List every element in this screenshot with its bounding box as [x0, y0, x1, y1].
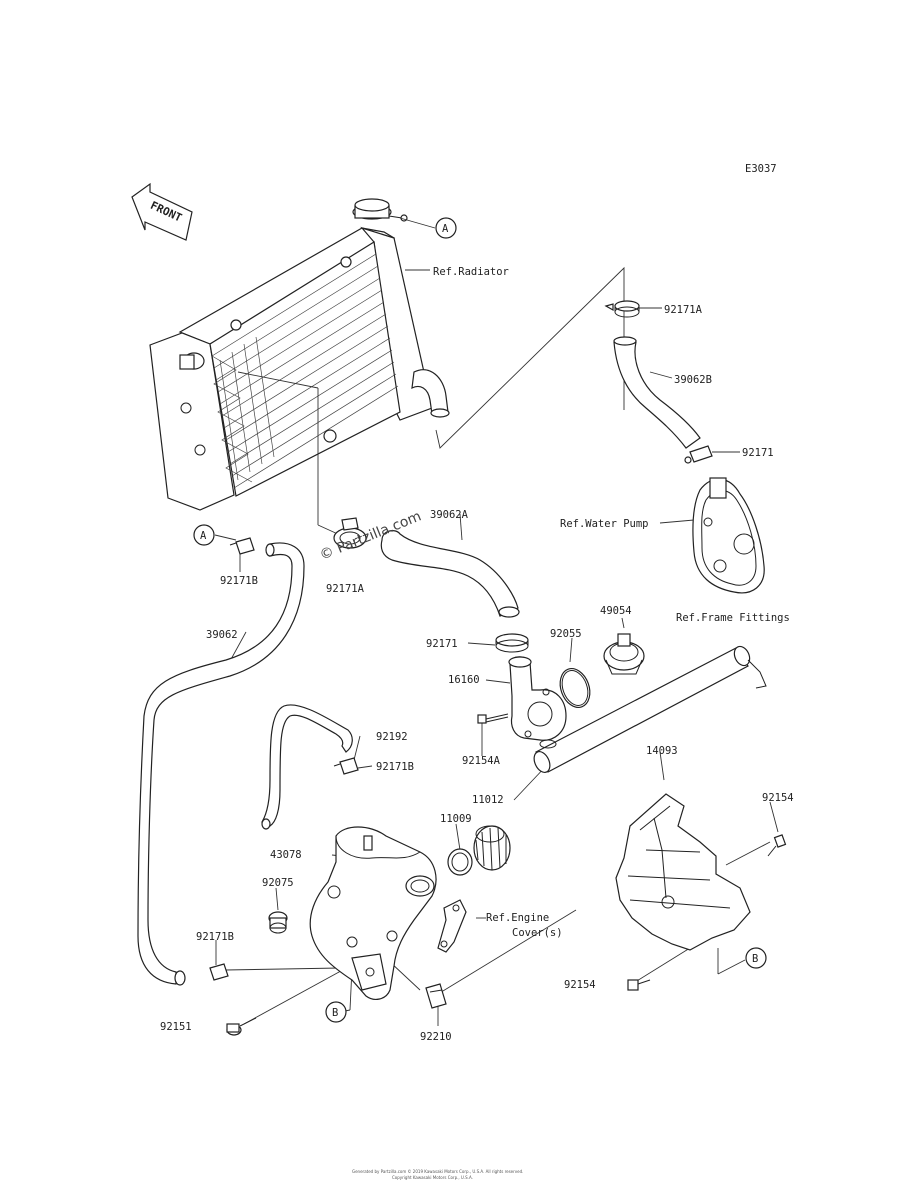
o-ring-92055[interactable]: [555, 664, 595, 711]
label-ref-water-pump[interactable]: Ref.Water Pump: [560, 518, 649, 530]
cap-11012[interactable]: [473, 825, 511, 871]
label-11012[interactable]: 11012: [472, 794, 504, 806]
radiator-core-fins: [211, 253, 399, 489]
diagram-code: E3037: [745, 163, 777, 175]
label-92075[interactable]: 92075: [262, 877, 294, 889]
label-92171-mid[interactable]: 92171: [426, 638, 458, 650]
callout-b-right-label: B: [752, 953, 758, 965]
label-92154A[interactable]: 92154A: [462, 755, 501, 767]
label-92171A-top[interactable]: 92171A: [664, 304, 703, 316]
grommet-92075[interactable]: [268, 911, 288, 934]
callout-a-top[interactable]: A: [435, 217, 457, 239]
hose-39062[interactable]: [137, 542, 305, 986]
callout-b-left[interactable]: B: [325, 1001, 347, 1023]
label-92055[interactable]: 92055: [550, 628, 582, 640]
footer-line-1: Generated by Partzilla.com © 2019 Kawasa…: [352, 1169, 523, 1174]
label-14093[interactable]: 14093: [646, 745, 678, 757]
clamp-92171B-low[interactable]: [209, 963, 229, 981]
callout-a-left[interactable]: A: [193, 524, 215, 546]
frame-fitting-tube-ref[interactable]: [531, 644, 767, 775]
bolt-92154A[interactable]: [477, 713, 509, 724]
clamp-92171B-left[interactable]: [229, 537, 255, 555]
cover-14093[interactable]: [615, 793, 751, 951]
label-16160[interactable]: 16160: [448, 674, 480, 686]
reservoir-tank-43078[interactable]: [309, 826, 437, 1000]
label-ref-engine-1[interactable]: Ref.Engine: [486, 912, 549, 924]
label-49054[interactable]: 49054: [600, 605, 632, 617]
water-pump-ref[interactable]: [692, 477, 765, 594]
clamp-92171A-top[interactable]: [604, 300, 640, 318]
label-ref-radiator[interactable]: Ref.Radiator: [433, 266, 509, 278]
thermostat-housing-16160[interactable]: [508, 656, 567, 741]
bolt-92151[interactable]: [226, 1017, 257, 1036]
bolt-92154-right[interactable]: [767, 834, 787, 857]
label-92171-right[interactable]: 92171: [742, 447, 774, 459]
label-92192[interactable]: 92192: [376, 731, 408, 743]
label-92171B-mid[interactable]: 92171B: [376, 761, 414, 773]
label-92151[interactable]: 92151: [160, 1021, 192, 1033]
label-39062B[interactable]: 39062B: [674, 374, 712, 386]
label-92154-right[interactable]: 92154: [762, 792, 794, 804]
hose-39062A[interactable]: [380, 530, 520, 618]
engine-cover-bracket-ref[interactable]: [437, 899, 467, 953]
footer-line-2: Copyright Kawasaki Motors Corp., U.S.A.: [392, 1175, 473, 1180]
clamp-92171-mid[interactable]: [495, 633, 529, 653]
thermostat-49054[interactable]: [603, 633, 645, 675]
label-39062[interactable]: 39062: [206, 629, 238, 641]
radiator[interactable]: [149, 198, 450, 511]
label-11009[interactable]: 11009: [440, 813, 472, 825]
callout-b-left-label: B: [332, 1007, 338, 1019]
bolt-92154-bottom[interactable]: [627, 979, 651, 991]
callout-a-top-label: A: [442, 223, 449, 235]
gasket-11009[interactable]: [447, 848, 473, 876]
callout-b-right[interactable]: B: [745, 947, 767, 969]
clamp-92171-right[interactable]: [684, 445, 713, 464]
label-92171A-mid[interactable]: 92171A: [326, 583, 365, 595]
label-92210[interactable]: 92210: [420, 1031, 452, 1043]
label-92171B-low[interactable]: 92171B: [196, 931, 234, 943]
label-39062A[interactable]: 39062A: [430, 509, 469, 521]
hose-39062B[interactable]: [613, 336, 701, 449]
hose-92192[interactable]: [261, 704, 353, 830]
callout-a-left-label: A: [200, 530, 207, 542]
clip-92210[interactable]: [425, 983, 447, 1009]
front-arrow-icon: FRONT: [131, 182, 193, 241]
label-ref-frame-fittings[interactable]: Ref.Frame Fittings: [676, 612, 790, 624]
label-92171B-left[interactable]: 92171B: [220, 575, 258, 587]
label-43078[interactable]: 43078: [270, 849, 302, 861]
clamp-92171B-mid[interactable]: [333, 757, 359, 775]
label-ref-engine-2[interactable]: Cover(s): [512, 927, 563, 939]
label-92154-bottom[interactable]: 92154: [564, 979, 596, 991]
clamp-92171A-mid[interactable]: [333, 517, 367, 549]
